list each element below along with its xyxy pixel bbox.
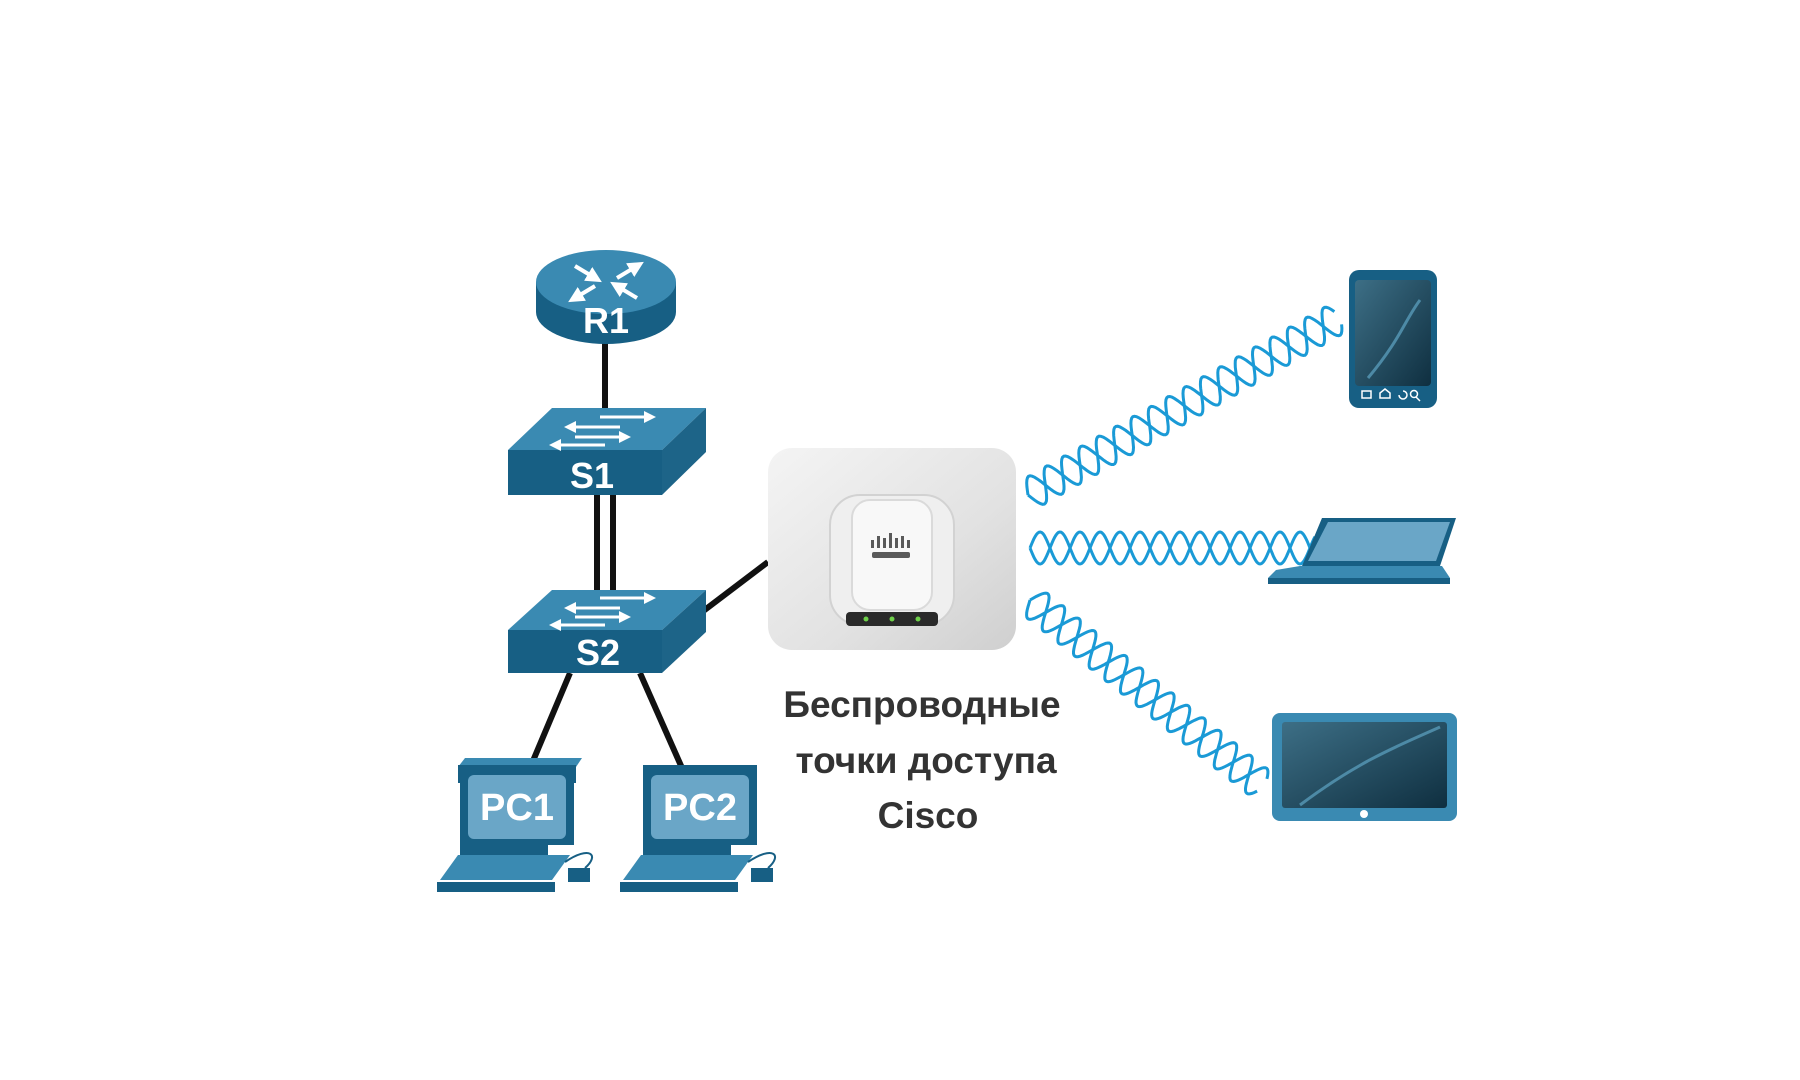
wave-to-tablet-strand-2 [1029,591,1270,784]
router-arrows-icon [568,261,644,303]
router-r1[interactable]: R1 [536,250,676,344]
switch-s2-label: S2 [576,632,620,673]
wave-to-smartphone-strand-1 [1027,305,1336,506]
cable-s2-ap [700,559,770,615]
tablet-icon[interactable] [1272,713,1457,821]
switch-s1-label: S1 [570,455,614,496]
cable-s2-pc2 [637,671,685,770]
wave-to-smartphone-strand-2 [1025,315,1344,496]
ap-caption-line-2: точки доступа [795,740,1056,781]
access-point[interactable] [768,448,1016,650]
pc1[interactable]: PC1 [437,758,594,892]
pc2[interactable]: PC2 [620,765,777,892]
wave-to-tablet-strand-1 [1025,599,1258,796]
pc2-label: PC2 [663,787,737,829]
phone-nav-icons [1361,388,1421,402]
wave-to-laptop-strand-2 [1028,530,1317,566]
pc1-label: PC1 [480,787,554,829]
switch-arrows-icon [549,411,656,451]
wireless-signals [1025,305,1344,796]
laptop-icon[interactable] [1268,518,1456,584]
router-label: R1 [583,300,629,341]
tablet-home-button-icon [1360,810,1368,818]
switch-s1[interactable]: S1 [508,408,706,496]
cisco-logo-icon [871,533,910,558]
cable-s2-pc1 [527,671,573,770]
ap-caption-line-3: Cisco [878,795,979,836]
switch-arrows-icon [549,592,656,631]
smartphone-icon[interactable] [1349,270,1437,408]
ap-caption-line-1: Беспроводные [783,684,1060,725]
wave-to-laptop-strand-1 [1028,530,1317,566]
switch-s2[interactable]: S2 [508,590,706,673]
cables [527,342,770,770]
